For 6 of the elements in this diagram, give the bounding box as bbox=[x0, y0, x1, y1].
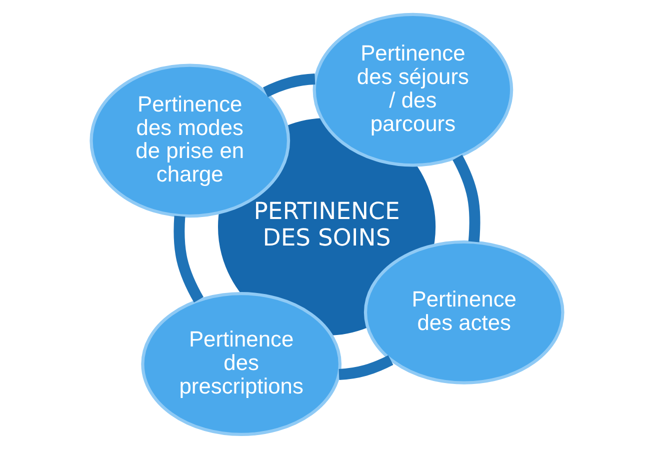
node-ellipse: Pertinence des prescriptions bbox=[141, 292, 342, 436]
connector bbox=[338, 355, 394, 380]
connector bbox=[452, 154, 480, 242]
connector bbox=[174, 216, 204, 302]
node-ellipse: Pertinence des séjours / des parcours bbox=[312, 12, 514, 167]
connector bbox=[263, 74, 316, 98]
